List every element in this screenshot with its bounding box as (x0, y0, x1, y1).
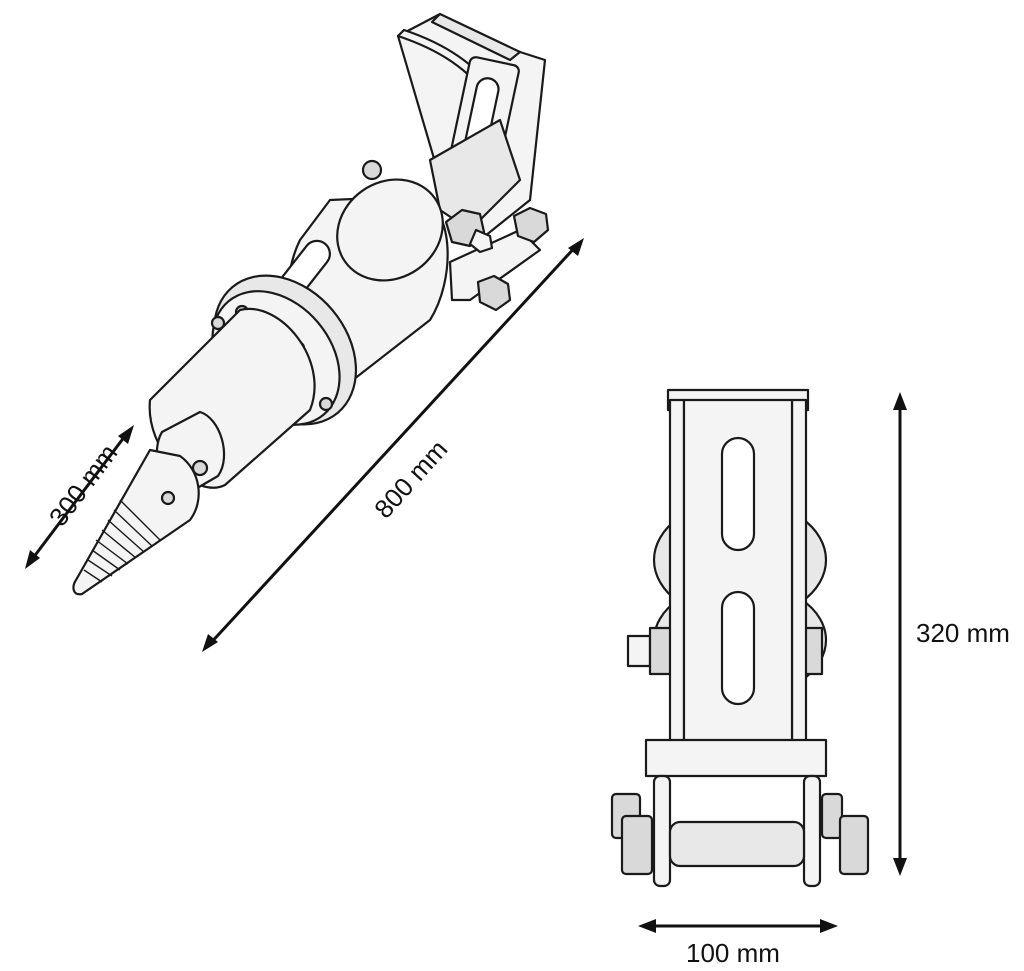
front-view (610, 388, 870, 888)
upper-slot (720, 436, 756, 552)
base-bolts (610, 792, 870, 876)
splitting-cone (72, 448, 200, 596)
dim-label-width: 100 mm (686, 938, 780, 968)
bolt (512, 206, 550, 244)
dim-width: 100 mm (638, 919, 838, 968)
axle (668, 820, 806, 868)
bolt (444, 208, 494, 254)
base-plate (644, 738, 828, 888)
lower-slot (720, 590, 756, 706)
dim-height: 320 mm (893, 392, 1010, 876)
dim-label-overall: 800 mm (368, 434, 453, 524)
bolt (361, 159, 383, 181)
front-bracket (666, 388, 810, 762)
bolt (476, 274, 512, 312)
side-nut-left (626, 626, 674, 676)
bracket-bolts (361, 159, 550, 312)
dim-label-height: 320 mm (916, 618, 1010, 648)
isometric-view (72, 12, 550, 596)
